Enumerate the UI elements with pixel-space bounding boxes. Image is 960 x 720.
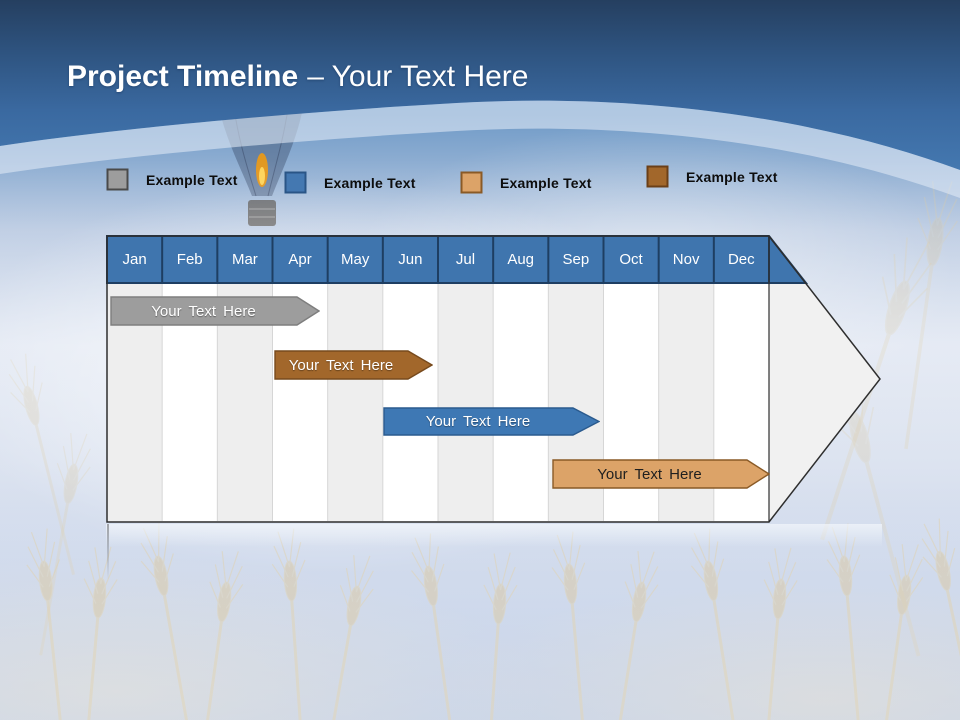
month-header-cell: Jan (122, 251, 147, 268)
banner-shape (0, 0, 960, 170)
month-header-cell: Aug (507, 251, 535, 268)
legend-item-blue: Example Text (284, 171, 416, 194)
legend-item-brown: Example Text (646, 165, 778, 188)
month-header-cell: Feb (176, 251, 203, 268)
legend-item-tan: Example Text (460, 171, 592, 194)
month-header-cell: Sep (562, 251, 590, 268)
legend-swatch-gray (106, 168, 129, 191)
bar-label: Your Text Here (288, 356, 394, 374)
legend-swatch-brown (646, 165, 669, 188)
month-header-cell: Nov (672, 251, 700, 268)
month-header-cell: May (341, 251, 370, 268)
timeline-bar-tan: Your Text Here (552, 459, 770, 489)
legend-label: Example Text (686, 168, 778, 185)
title-sub: – Your Text Here (307, 60, 529, 93)
month-header-cell: Mar (231, 251, 258, 268)
legend-item-gray: Example Text (106, 168, 238, 191)
legend-swatch-tan (460, 171, 483, 194)
timeline-chart: Jan Feb Mar Apr May Jun Jul Aug Sep Oct … (106, 235, 882, 596)
bar-label: Your Text Here (597, 465, 702, 483)
slide-title: Project Timeline– Your Text Here (67, 60, 528, 94)
month-header-cell: Dec (727, 251, 755, 268)
banner-highlight-band (0, 100, 960, 198)
header-banner (0, 0, 960, 198)
timeline-bar-blue: Your Text Here (383, 407, 600, 436)
timeline-bar-brown: Your Text Here (274, 350, 433, 380)
balloon-basket (248, 200, 276, 226)
legend-label: Example Text (146, 171, 238, 188)
legend-label: Example Text (500, 174, 592, 191)
month-header-dividers (161, 237, 770, 282)
big-arrow-outline (106, 235, 881, 523)
month-header-cell: Apr (288, 251, 312, 268)
timeline-bar-gray: Your Text Here (110, 296, 320, 326)
bar-label: Your Text Here (151, 302, 256, 320)
month-header-cell: Oct (619, 251, 643, 268)
bar-label: Your Text Here (425, 413, 531, 430)
title-main: Project Timeline (67, 60, 299, 93)
legend-label: Example Text (324, 174, 416, 191)
month-header-row: Jan Feb Mar Apr May Jun Jul Aug Sep Oct … (107, 236, 769, 283)
legend-swatch-blue (284, 171, 307, 194)
month-header-cell: Jul (455, 251, 476, 268)
month-header-cell: Jun (398, 251, 423, 268)
